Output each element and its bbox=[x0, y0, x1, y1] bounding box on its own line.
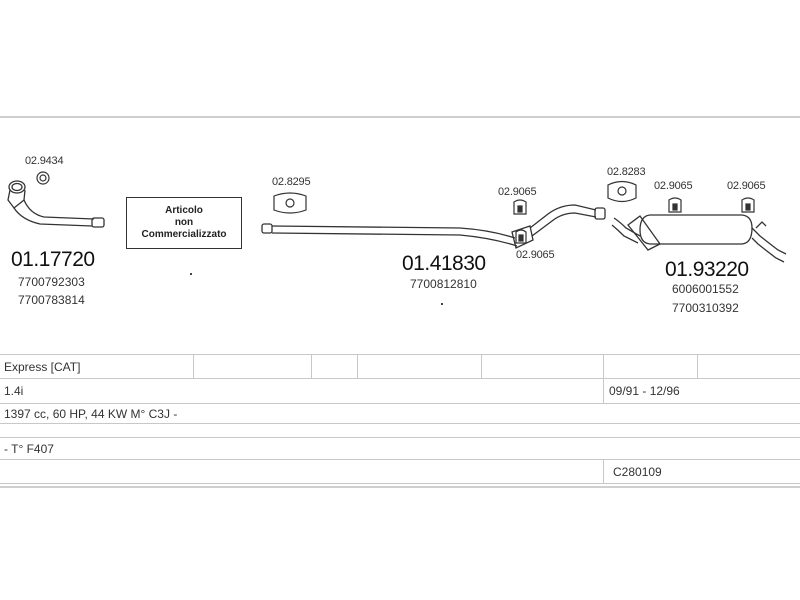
hanger-02-9065-d-icon bbox=[741, 197, 755, 213]
column-divider bbox=[357, 355, 358, 378]
part-ref-front-pipe-2: 7700783814 bbox=[18, 293, 85, 307]
column-divider bbox=[603, 460, 604, 483]
clamp-02-9434-icon bbox=[36, 171, 50, 185]
part-number-front-pipe[interactable]: 01.17720 bbox=[11, 248, 95, 271]
model-cell: Express [CAT] bbox=[4, 359, 81, 374]
part-ref-rear-silencer-2: 7700310392 bbox=[672, 301, 739, 315]
table-row: 1397 cc, 60 HP, 44 KW M° C3J - bbox=[0, 404, 800, 424]
table-row: - T° F407 bbox=[0, 438, 800, 460]
accessory-label-02-9434: 02.9434 bbox=[25, 155, 64, 167]
accessory-label-02-8295: 02.8295 bbox=[272, 176, 311, 188]
table-row: Express [CAT] bbox=[0, 354, 800, 379]
column-divider bbox=[603, 355, 604, 378]
part-number-centre-pipe[interactable]: 01.41830 bbox=[402, 252, 486, 275]
period-cell: 09/91 - 12/96 bbox=[609, 384, 680, 398]
code-cell: C280109 bbox=[613, 464, 662, 479]
gasket-02-8283-icon bbox=[607, 180, 637, 203]
engine-cell: 1.4i bbox=[4, 384, 24, 398]
specs-cell: 1397 cc, 60 HP, 44 KW M° C3J - bbox=[4, 406, 178, 421]
not-commercialised-box: Articolo non Commercializzato bbox=[126, 197, 242, 249]
notice-line-2: non bbox=[174, 217, 194, 228]
part-ref-rear-silencer-1: 6006001552 bbox=[672, 282, 739, 296]
rear-silencer-drawing bbox=[611, 214, 787, 263]
column-divider bbox=[193, 355, 194, 378]
centre-pipe-drawing bbox=[261, 204, 606, 249]
notice-line-1: Articolo bbox=[165, 205, 203, 216]
accessory-label-02-9065-a: 02.9065 bbox=[498, 186, 537, 198]
marker-dot bbox=[441, 303, 443, 305]
table-row: 1.4i 09/91 - 12/96 bbox=[0, 379, 800, 404]
part-ref-front-pipe-1: 7700792303 bbox=[18, 275, 85, 289]
part-ref-centre-pipe-1: 7700812810 bbox=[410, 277, 477, 291]
part-number-rear-silencer[interactable]: 01.93220 bbox=[665, 258, 749, 281]
hanger-02-9065-b-icon bbox=[515, 229, 527, 244]
accessory-label-02-8283: 02.8283 bbox=[607, 166, 646, 178]
column-divider bbox=[481, 355, 482, 378]
hanger-02-9065-a-icon bbox=[513, 199, 527, 215]
table-row bbox=[0, 424, 800, 438]
accessory-label-02-9065-d: 02.9065 bbox=[727, 180, 766, 192]
column-divider bbox=[697, 355, 698, 378]
accessory-label-02-9065-c: 02.9065 bbox=[654, 180, 693, 192]
table-row: C280109 bbox=[0, 460, 800, 484]
column-divider bbox=[603, 379, 604, 403]
notice-line-3: Commercializzato bbox=[141, 229, 227, 240]
front-pipe-drawing bbox=[7, 180, 105, 228]
accessory-label-02-9065-b: 02.9065 bbox=[516, 249, 555, 261]
diagram-frame bbox=[0, 116, 800, 488]
hanger-02-9065-c-icon bbox=[668, 197, 682, 213]
marker-dot bbox=[190, 273, 192, 275]
column-divider bbox=[311, 355, 312, 378]
gearbox-cell: - T° F407 bbox=[4, 441, 54, 456]
gasket-02-8295-icon bbox=[273, 192, 307, 214]
